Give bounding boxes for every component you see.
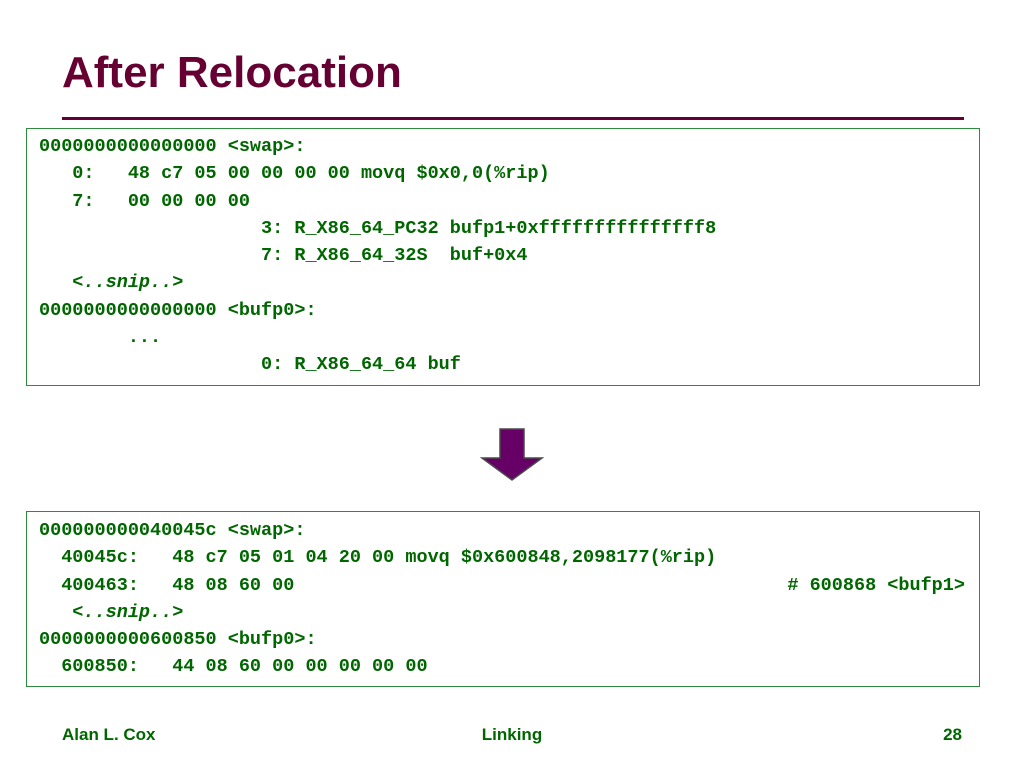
snip-line: <..snip..> xyxy=(39,601,184,623)
code-comment: # 600868 <bufp1> xyxy=(787,574,965,596)
code-line: 7: 00 00 00 00 xyxy=(39,190,250,212)
footer-topic: Linking xyxy=(481,725,543,744)
code-line: 0000000000000000 <swap>: xyxy=(39,136,306,157)
code-line: ... xyxy=(39,327,162,349)
code-line: 0000000000000000 <bufp0>: xyxy=(39,299,317,321)
code-line: 0: 48 c7 05 00 00 00 00 movq $0x0,0(%rip… xyxy=(39,163,550,185)
code-box-after-relocation: 000000000040045c <swap>: 40045c: 48 c7 0… xyxy=(26,511,980,687)
code-box-before-relocation: 0000000000000000 <swap>: 0: 48 c7 05 00 … xyxy=(26,128,980,386)
down-arrow-icon xyxy=(480,428,544,481)
slide-title: After Relocation xyxy=(62,48,402,97)
code-line: 400463: 48 08 60 00# 600868 <bufp1> xyxy=(27,572,979,599)
snip-line: <..snip..> xyxy=(39,272,184,294)
code-line: 40045c: 48 c7 05 01 04 20 00 movq $0x600… xyxy=(39,547,717,569)
code-line: 000000000040045c <swap>: xyxy=(39,520,306,541)
code-line: 7: R_X86_64_32S buf+0x4 xyxy=(39,245,528,267)
footer-author: Alan L. Cox xyxy=(62,725,156,744)
code-line: 0: R_X86_64_64 buf xyxy=(39,354,461,376)
title-underline xyxy=(62,117,964,120)
footer-page-number: 28 xyxy=(943,725,962,744)
code-line: 0000000000600850 <bufp0>: xyxy=(39,629,317,651)
code-line: 600850: 44 08 60 00 00 00 00 00 xyxy=(39,656,428,678)
code-line: 3: R_X86_64_PC32 bufp1+0xfffffffffffffff… xyxy=(39,217,717,239)
